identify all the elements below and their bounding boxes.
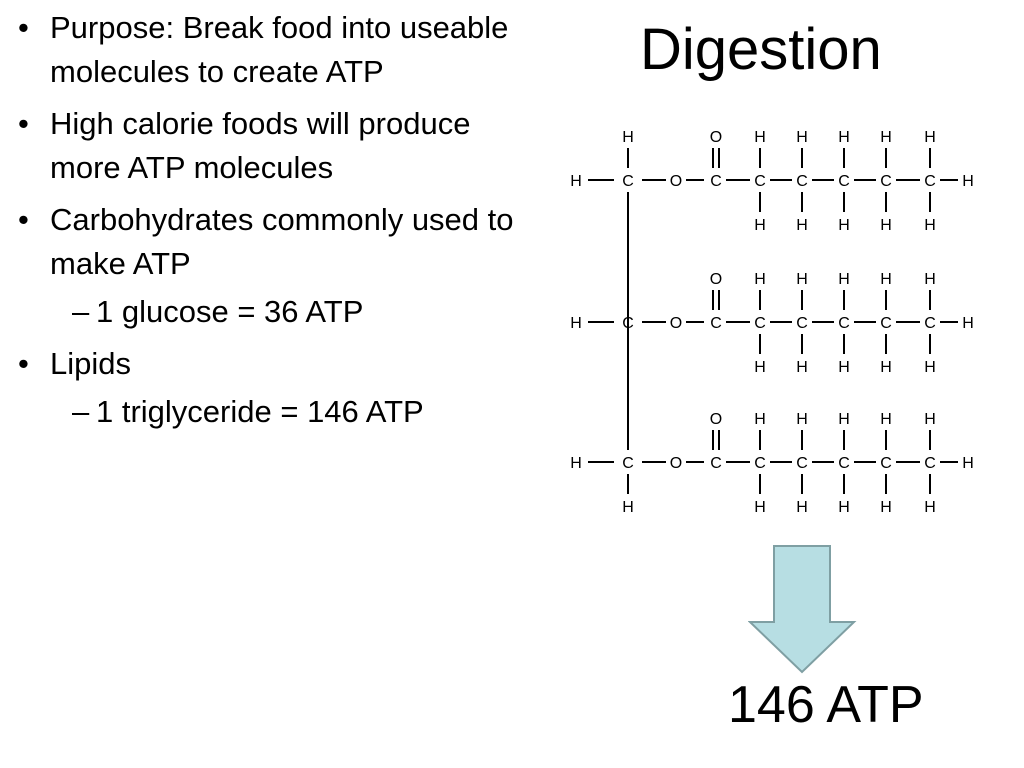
down-arrow-icon xyxy=(748,545,857,674)
hydrogen-atom: H xyxy=(754,217,766,234)
hydrogen-atom: H xyxy=(796,411,808,428)
hydrogen-atom: H xyxy=(880,411,892,428)
hydrogen-atom: H xyxy=(796,271,808,288)
carbon-atom: C xyxy=(924,455,936,472)
hydrogen-atom: H xyxy=(838,271,850,288)
bullet-text: 1 glucose = 36 ATP xyxy=(96,294,364,329)
hydrogen-atom: H xyxy=(754,499,766,516)
hydrogen-atom: H xyxy=(962,455,974,472)
hydrogen-atom: H xyxy=(796,499,808,516)
carbon-atom: C xyxy=(796,173,808,190)
carbon-atom: C xyxy=(838,315,850,332)
oxygen-atom: O xyxy=(670,455,682,472)
carbon-atom: C xyxy=(754,315,766,332)
carbon-atom: C xyxy=(710,315,722,332)
hydrogen-atom: H xyxy=(796,359,808,376)
bullet-carbohydrates: • Carbohydrates commonly used to make AT… xyxy=(14,198,524,286)
carbon-atom: C xyxy=(622,455,634,472)
hydrogen-atom: H xyxy=(962,173,974,190)
bullet-mark: • xyxy=(18,106,29,141)
hydrogen-atom: H xyxy=(622,129,634,146)
bullet-lipids: • Lipids xyxy=(14,342,524,386)
hydrogen-atom: H xyxy=(838,129,850,146)
bullet-high-calorie: • High calorie foods will produce more A… xyxy=(14,102,524,190)
carbon-atom: C xyxy=(838,173,850,190)
hydrogen-atom: H xyxy=(570,173,582,190)
hydrogen-atom: H xyxy=(754,359,766,376)
oxygen-atom: O xyxy=(710,271,722,288)
hydrogen-atom: H xyxy=(838,499,850,516)
bullet-mark: • xyxy=(18,202,29,237)
sub-bullet-mark: – xyxy=(72,394,90,429)
bullet-mark: • xyxy=(18,346,29,381)
bullet-text: 1 triglyceride = 146 ATP xyxy=(96,394,424,429)
hydrogen-atom: H xyxy=(880,217,892,234)
hydrogen-atom: H xyxy=(796,217,808,234)
oxygen-atom: O xyxy=(710,411,722,428)
carbon-atom: C xyxy=(796,455,808,472)
hydrogen-atom: H xyxy=(880,271,892,288)
oxygen-atom: O xyxy=(670,173,682,190)
carbon-atom: C xyxy=(796,315,808,332)
hydrogen-atom: H xyxy=(924,359,936,376)
bullet-purpose: • Purpose: Break food into useable molec… xyxy=(14,6,524,94)
carbon-atom: C xyxy=(622,315,634,332)
carbon-atom: C xyxy=(880,315,892,332)
carbon-atom: C xyxy=(622,173,634,190)
hydrogen-atom: H xyxy=(622,499,634,516)
hydrogen-atom: H xyxy=(924,499,936,516)
carbon-atom: C xyxy=(880,173,892,190)
hydrogen-atom: H xyxy=(838,217,850,234)
oxygen-atom: O xyxy=(670,315,682,332)
carbon-atom: C xyxy=(924,173,936,190)
hydrogen-atom: H xyxy=(754,411,766,428)
bullet-list: • Purpose: Break food into useable molec… xyxy=(14,6,524,442)
bullet-text: Lipids xyxy=(50,346,131,381)
carbon-atom: C xyxy=(754,173,766,190)
hydrogen-atom: H xyxy=(924,271,936,288)
sub-bullet-mark: – xyxy=(72,294,90,329)
hydrogen-atom: H xyxy=(962,315,974,332)
hydrogen-atom: H xyxy=(924,217,936,234)
hydrogen-atom: H xyxy=(570,315,582,332)
oxygen-atom: O xyxy=(710,129,722,146)
hydrogen-atom: H xyxy=(924,129,936,146)
carbon-atom: C xyxy=(838,455,850,472)
slide-title: Digestion xyxy=(640,17,882,82)
hydrogen-atom: H xyxy=(880,129,892,146)
carbon-atom: C xyxy=(880,455,892,472)
result-text: 146 ATP xyxy=(728,676,924,734)
carbon-atom: C xyxy=(924,315,936,332)
triglyceride-structure-diagram: H C H O C O C H H C H H C H H C H H C H H H H C O C O C H H C H H C H H C H H C… xyxy=(570,129,974,516)
hydrogen-atom: H xyxy=(570,455,582,472)
carbon-atom: C xyxy=(710,173,722,190)
hydrogen-atom: H xyxy=(796,129,808,146)
carbon-atom: C xyxy=(754,455,766,472)
hydrogen-atom: H xyxy=(924,411,936,428)
hydrogen-atom: H xyxy=(838,411,850,428)
hydrogen-atom: H xyxy=(880,499,892,516)
bullet-text: Purpose: Break food into useable molecul… xyxy=(50,10,509,89)
hydrogen-atom: H xyxy=(754,271,766,288)
bullet-text: High calorie foods will produce more ATP… xyxy=(50,106,471,185)
hydrogen-atom: H xyxy=(880,359,892,376)
sub-bullet-glucose: – 1 glucose = 36 ATP xyxy=(14,290,524,334)
hydrogen-atom: H xyxy=(754,129,766,146)
bullet-text: Carbohydrates commonly used to make ATP xyxy=(50,202,514,281)
sub-bullet-triglyceride: – 1 triglyceride = 146 ATP xyxy=(14,390,524,434)
hydrogen-atom: H xyxy=(838,359,850,376)
carbon-atom: C xyxy=(710,455,722,472)
bullet-mark: • xyxy=(18,10,29,45)
